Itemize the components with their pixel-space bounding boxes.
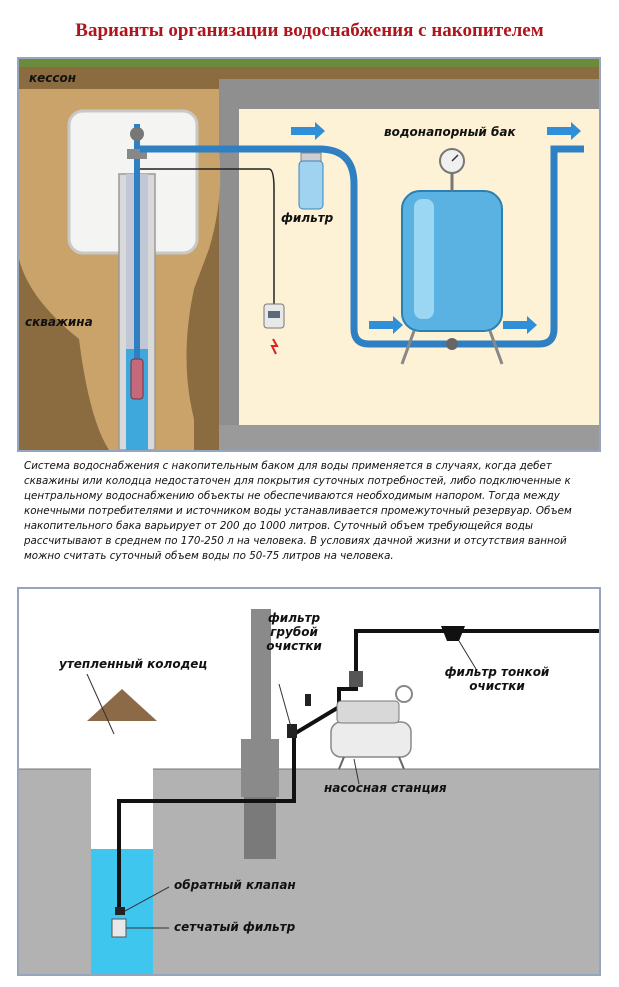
pump-hose — [395, 685, 413, 703]
tank-legs — [400, 330, 504, 365]
tank-valve — [446, 338, 458, 350]
electric-icon — [270, 338, 279, 355]
controller-display — [268, 311, 280, 318]
pump-motor — [336, 700, 400, 724]
label-filter: фильтр — [281, 211, 334, 225]
tap-valve — [305, 694, 311, 706]
label-coarse-filter-3: очистки — [266, 639, 322, 653]
pressure-switch — [349, 671, 363, 687]
label-caisson: кессон — [29, 71, 77, 85]
tank-highlight — [414, 199, 434, 319]
label-fine-filter-1: фильтр тонкой — [444, 665, 550, 679]
control-cable — [140, 168, 275, 304]
pointer-insulated-well — [86, 673, 115, 735]
pump-tank — [330, 721, 412, 758]
label-coarse-filter-2: грубой — [270, 625, 318, 639]
ground-surface — [19, 59, 599, 67]
wall-footing — [244, 797, 276, 859]
description-text: Система водоснабжения с накопительным ба… — [24, 460, 572, 562]
label-tank: водонапорный бак — [384, 125, 516, 139]
flow-arrow — [369, 316, 403, 334]
pointer-pump — [353, 758, 360, 785]
label-coarse-filter: фильтр грубой очистки — [262, 611, 326, 653]
gauge-needle — [451, 154, 459, 162]
diagram-bottom: утепленный колодец фильтр грубой очистки… — [17, 587, 601, 976]
label-pump-station: насосная станция — [324, 781, 447, 795]
flow-arrow — [547, 122, 581, 140]
floor — [219, 425, 599, 450]
label-check-valve: обратный клапан — [174, 878, 296, 892]
house-wall — [251, 609, 271, 739]
well-head-cap — [127, 149, 147, 159]
label-fine-filter-2: очистки — [469, 679, 525, 693]
label-coarse-filter-1: фильтр — [267, 611, 321, 625]
mesh-filter — [111, 918, 127, 938]
label-well: скважина — [25, 315, 93, 329]
label-insulated-well: утепленный колодец — [59, 657, 208, 671]
well-head-valve — [130, 127, 144, 141]
riser-pipe — [134, 124, 140, 359]
diagram-bottom-drawing — [19, 589, 599, 974]
diagram-top: кессон скважина фильтр водонапорный бак — [17, 57, 601, 452]
coarse-filter — [287, 724, 297, 738]
flow-arrow — [503, 316, 537, 334]
flow-arrows — [291, 122, 581, 334]
pointer-fine-filter — [458, 640, 477, 670]
pointer-check-valve — [124, 886, 170, 912]
pump-legs — [338, 756, 405, 770]
submersible-pump — [130, 358, 144, 400]
main-pipe — [140, 145, 584, 348]
label-fine-filter: фильтр тонкой очистки — [437, 665, 557, 693]
flow-arrow — [291, 122, 325, 140]
label-mesh-filter: сетчатый фильтр — [174, 920, 296, 934]
fine-filter — [441, 626, 465, 641]
filter-head — [300, 152, 322, 162]
check-valve — [115, 907, 125, 915]
filter-body — [298, 160, 324, 210]
diagram-top-drawing — [19, 59, 599, 450]
page-title: Варианты организации водоснабжения с нак… — [75, 20, 544, 41]
pointer-coarse-filter — [278, 683, 292, 728]
wall-foundation — [241, 739, 279, 797]
